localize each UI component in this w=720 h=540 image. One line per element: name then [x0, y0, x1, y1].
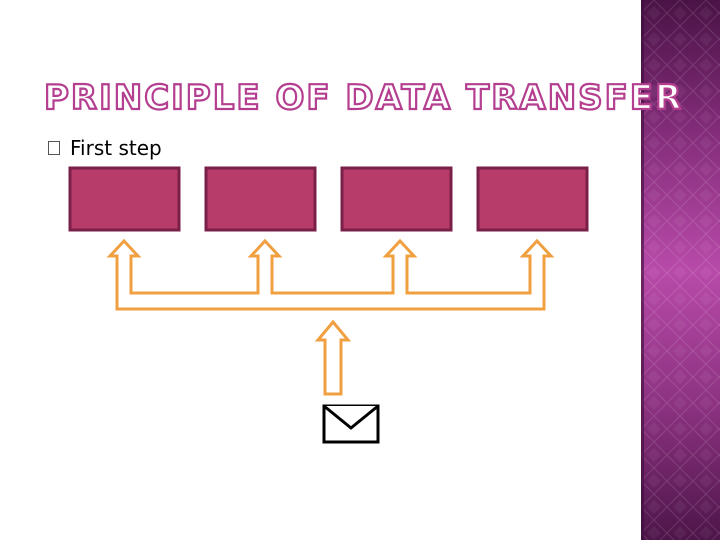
slide-title: PRINCIPLE OF DATA TRANSFER: [43, 77, 684, 119]
bullet-item: First step: [48, 132, 162, 164]
receiver-node-4: [476, 166, 589, 232]
bullet-text: First step: [70, 136, 162, 160]
receiver-node-3: [340, 166, 453, 232]
panel-pattern: [641, 0, 720, 540]
receiver-node-2: [204, 166, 317, 232]
receiver-node-1: [68, 166, 181, 232]
decorative-side-panel: [641, 0, 720, 540]
upward-arrow: [314, 319, 352, 396]
broadcast-bus-arrow: [106, 238, 555, 311]
envelope-icon: [322, 404, 380, 444]
bullet-box-icon: [48, 141, 60, 155]
